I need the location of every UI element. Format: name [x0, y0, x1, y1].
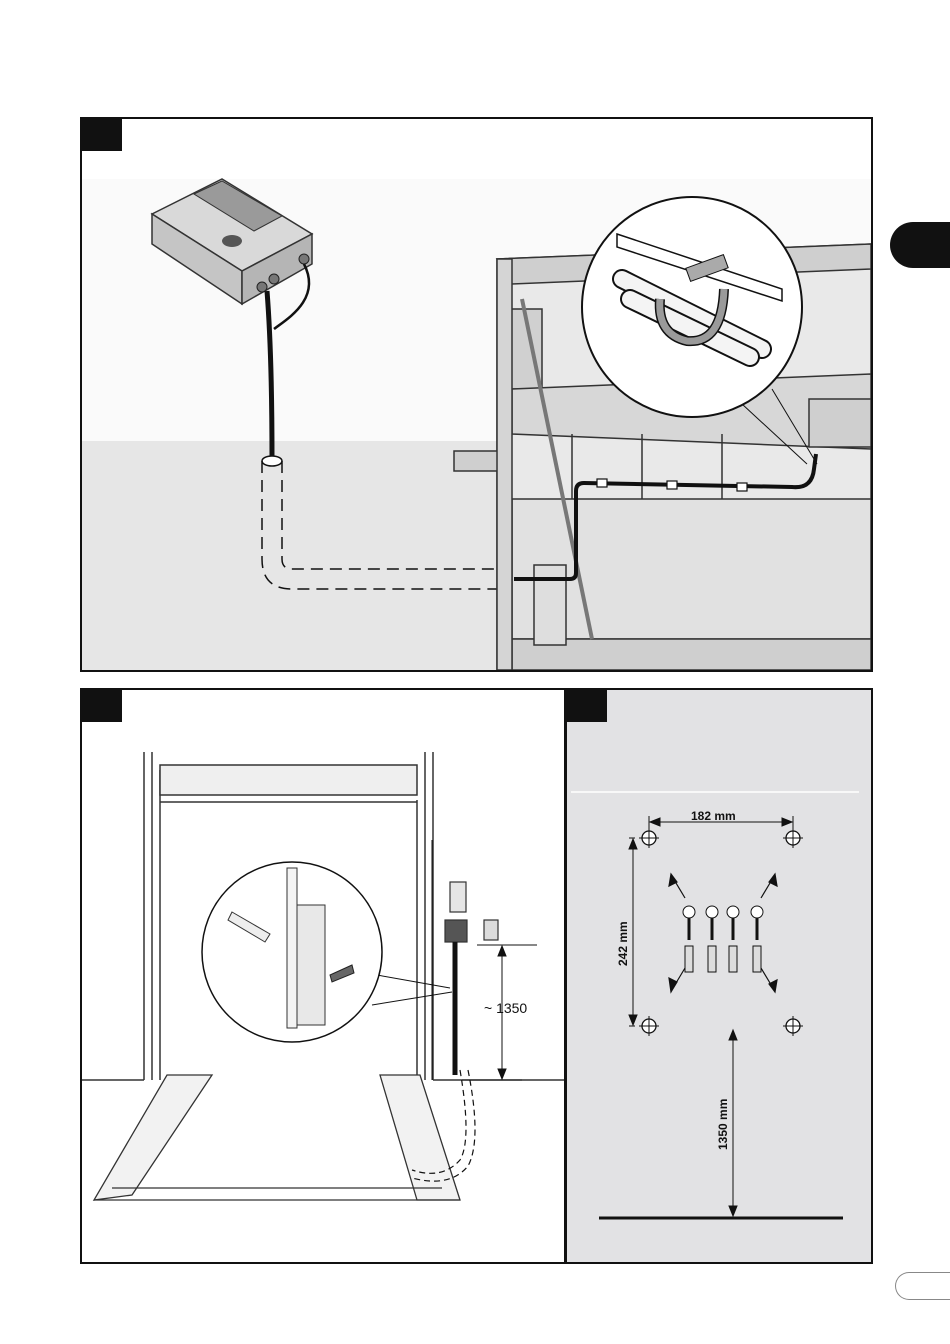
figure-4-panel: 182 mm 242 mm: [565, 688, 873, 1264]
screw-mount-detail-illustration: [202, 862, 452, 1042]
figure-1-panel: [80, 117, 873, 672]
figure-4-height-label: 242 mm: [616, 921, 630, 966]
figure-4-width-label: 182 mm: [691, 809, 736, 823]
figure-3-height-label: ~ 1350: [484, 1000, 527, 1016]
figure-3-illustration: ~ 1350: [82, 690, 564, 1262]
figure-4-marker: [567, 690, 607, 722]
section-tab: [890, 222, 950, 268]
figure-4-floor-label: 1350 mm: [716, 1099, 730, 1150]
figure-1-marker: [82, 119, 122, 151]
figure-3-marker: [82, 690, 122, 722]
figure-4-illustration: 182 mm 242 mm: [567, 690, 871, 1262]
figure-1-illustration: [82, 119, 871, 670]
figure-3-panel: ~ 1350: [80, 688, 566, 1264]
cable-clip-detail-illustration: [582, 197, 802, 417]
mounting-holes: [642, 831, 800, 1033]
page-number-oval: [895, 1272, 950, 1300]
screws-and-anchors-illustration: [683, 906, 763, 972]
